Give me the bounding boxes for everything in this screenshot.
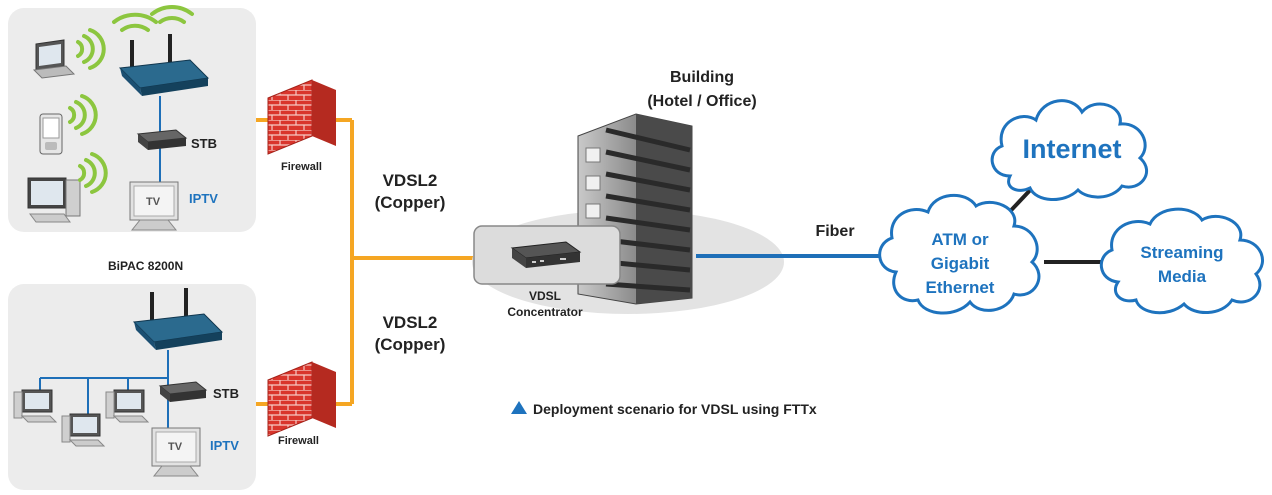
concentrator-label-line2: Concentrator xyxy=(507,305,583,319)
vdsl2-top-label-line1: VDSL2 xyxy=(383,171,438,190)
top-home-panel: STB TV IPTV xyxy=(8,4,256,232)
office-pc-2-icon xyxy=(61,413,106,447)
firewall-bottom-icon xyxy=(267,361,336,437)
streaming-label-line1: Streaming xyxy=(1140,243,1223,262)
tv-top-label: TV xyxy=(146,196,161,208)
iptv-bottom-label: IPTV xyxy=(210,438,239,453)
internet-label: Internet xyxy=(1022,134,1121,164)
atm-label-line2: Gigabit xyxy=(931,254,990,273)
desktop-pc-icon xyxy=(27,177,81,223)
office-pc-1-icon xyxy=(13,389,58,423)
stb-top-icon xyxy=(136,129,188,150)
tv-bottom-icon xyxy=(151,427,201,477)
atm-label-line3: Ethernet xyxy=(926,278,995,297)
streaming-label-line2: Media xyxy=(1158,267,1207,286)
wifi-waves-pda-icon xyxy=(68,94,98,136)
firewall-bottom-label: Firewall xyxy=(278,435,319,447)
laptop-icon xyxy=(32,39,76,79)
firewall-top-icon xyxy=(267,79,336,155)
building-label-line2: (Hotel / Office) xyxy=(647,93,756,110)
vdsl2-bottom-label-line1: VDSL2 xyxy=(383,313,438,332)
iptv-top-label: IPTV xyxy=(189,191,218,206)
caption-triangle-icon xyxy=(511,401,527,414)
tv-top-icon xyxy=(129,181,179,231)
caption-label: Deployment scenario for VDSL using FTTx xyxy=(533,401,817,417)
internet-cloud xyxy=(990,99,1148,201)
vdsl2-top-label-line2: (Copper) xyxy=(375,193,446,212)
wifi-waves-desktop-icon xyxy=(78,152,108,194)
firewall-top-label: Firewall xyxy=(281,161,322,173)
building-label-line1: Building xyxy=(670,69,734,86)
product-name-label: BiPAC 8200N xyxy=(108,259,183,273)
vdsl2-bottom-label-line2: (Copper) xyxy=(375,335,446,354)
wifi-waves-laptop-icon xyxy=(76,28,106,70)
vdsl-concentrator-icon xyxy=(473,225,621,285)
concentrator-label-line1: VDSL xyxy=(529,289,561,303)
atm-gigabit-ethernet-cloud xyxy=(878,193,1041,315)
stb-bottom-icon xyxy=(158,381,208,402)
pda-icon xyxy=(39,113,63,155)
atm-label-line1: ATM or xyxy=(931,230,989,249)
streaming-media-cloud xyxy=(1100,207,1264,315)
office-pc-3-icon xyxy=(105,389,150,423)
bottom-office-panel: STB TV IPTV xyxy=(8,284,256,490)
fiber-label: Fiber xyxy=(815,223,854,240)
wifi-waves-router-icon xyxy=(112,4,194,32)
stb-top-label: STB xyxy=(191,136,217,151)
stb-bottom-label: STB xyxy=(213,386,239,401)
router-top-icon xyxy=(118,34,210,96)
tv-bottom-label: TV xyxy=(168,441,183,453)
router-bottom-icon xyxy=(132,288,224,350)
